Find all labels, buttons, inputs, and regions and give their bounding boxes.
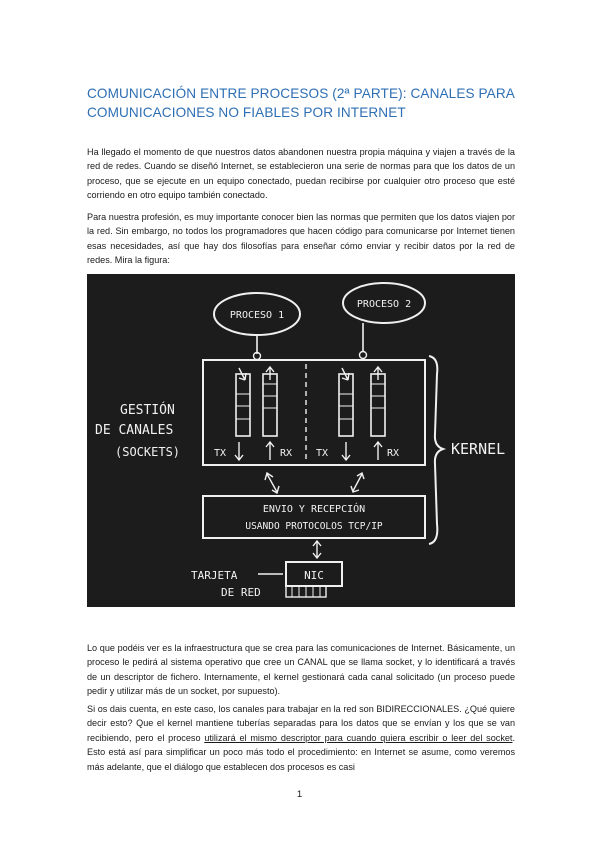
arrow-tx-down-1 [234,442,244,462]
process-1-label: PROCESO 1 [230,310,284,321]
sockets-figure: PROCESO 1 PROCESO 2 TX [87,274,515,607]
tx-label-1: TX [214,448,226,459]
protocol-line-1: ENVIO Y RECEPCIÓN [263,502,365,515]
gestion-line-3: (SOCKETS) [115,445,180,459]
paragraph-4-part-a: Si os dais cuenta, en este caso, los can… [87,704,515,743]
page-number: 1 [296,789,303,800]
rx-label-1: RX [280,448,292,459]
paragraph-4-underlined: utilizará el mismo descriptor para cuand… [204,732,513,743]
arrow-out-1 [265,365,275,380]
protocol-line-2: USANDO PROTOCOLOS TCP/IP [245,521,383,532]
arrow-rx-up-1 [265,440,275,460]
tarjeta-line-1: TARJETA [191,569,238,582]
arrow-out-2 [373,365,383,380]
paragraph-1: Ha llegado el momento de que nuestros da… [87,147,515,201]
paragraph-2: Para nuestra profesión, es muy important… [87,212,515,266]
gestion-line-1: GESTIÓN [120,402,175,418]
paragraph-4-part-b: . Esto está así para simplificar un poco… [87,732,515,772]
sockets-diagram: PROCESO 1 PROCESO 2 TX [95,282,505,599]
arrow-in-1 [238,367,247,381]
arrow-rx-up-2 [373,440,383,460]
pipe-tx-1 [235,373,251,437]
paragraph-3: Lo que podéis ver es la infraestructura … [87,643,515,697]
arrow-bidir-1 [264,471,280,495]
arrow-tx-down-2 [341,442,351,462]
pipe-rx-1 [262,373,278,437]
process-2-port [358,350,368,360]
gestion-line-2: DE CANALES [95,423,173,438]
channels-box [202,359,426,466]
protocol-box [202,495,426,539]
tarjeta-line-2: DE RED [221,586,261,599]
arrow-bidir-2 [350,471,365,493]
kernel-label: KERNEL [451,440,505,458]
pipe-rx-2 [370,373,386,437]
process-2-bubble [342,282,426,324]
document-title: COMUNICACIÓN ENTRE PROCESOS (2ª PARTE): … [87,84,527,122]
paragraph-4: Si os dais cuenta, en este caso, los can… [87,702,515,774]
kernel-brace [428,355,447,545]
nic-label: NIC [304,569,324,582]
rx-label-2: RX [387,448,399,459]
arrow-to-nic [312,539,322,560]
title-line-1: COMUNICACIÓN ENTRE PROCESOS (2ª PARTE): … [87,86,515,101]
tx-label-2: TX [316,448,328,459]
pipe-tx-2 [338,373,354,437]
process-2-label: PROCESO 2 [357,299,411,310]
title-line-2: COMUNICACIONES NO FIABLES POR INTERNET [87,105,406,120]
arrow-in-2 [341,367,350,381]
